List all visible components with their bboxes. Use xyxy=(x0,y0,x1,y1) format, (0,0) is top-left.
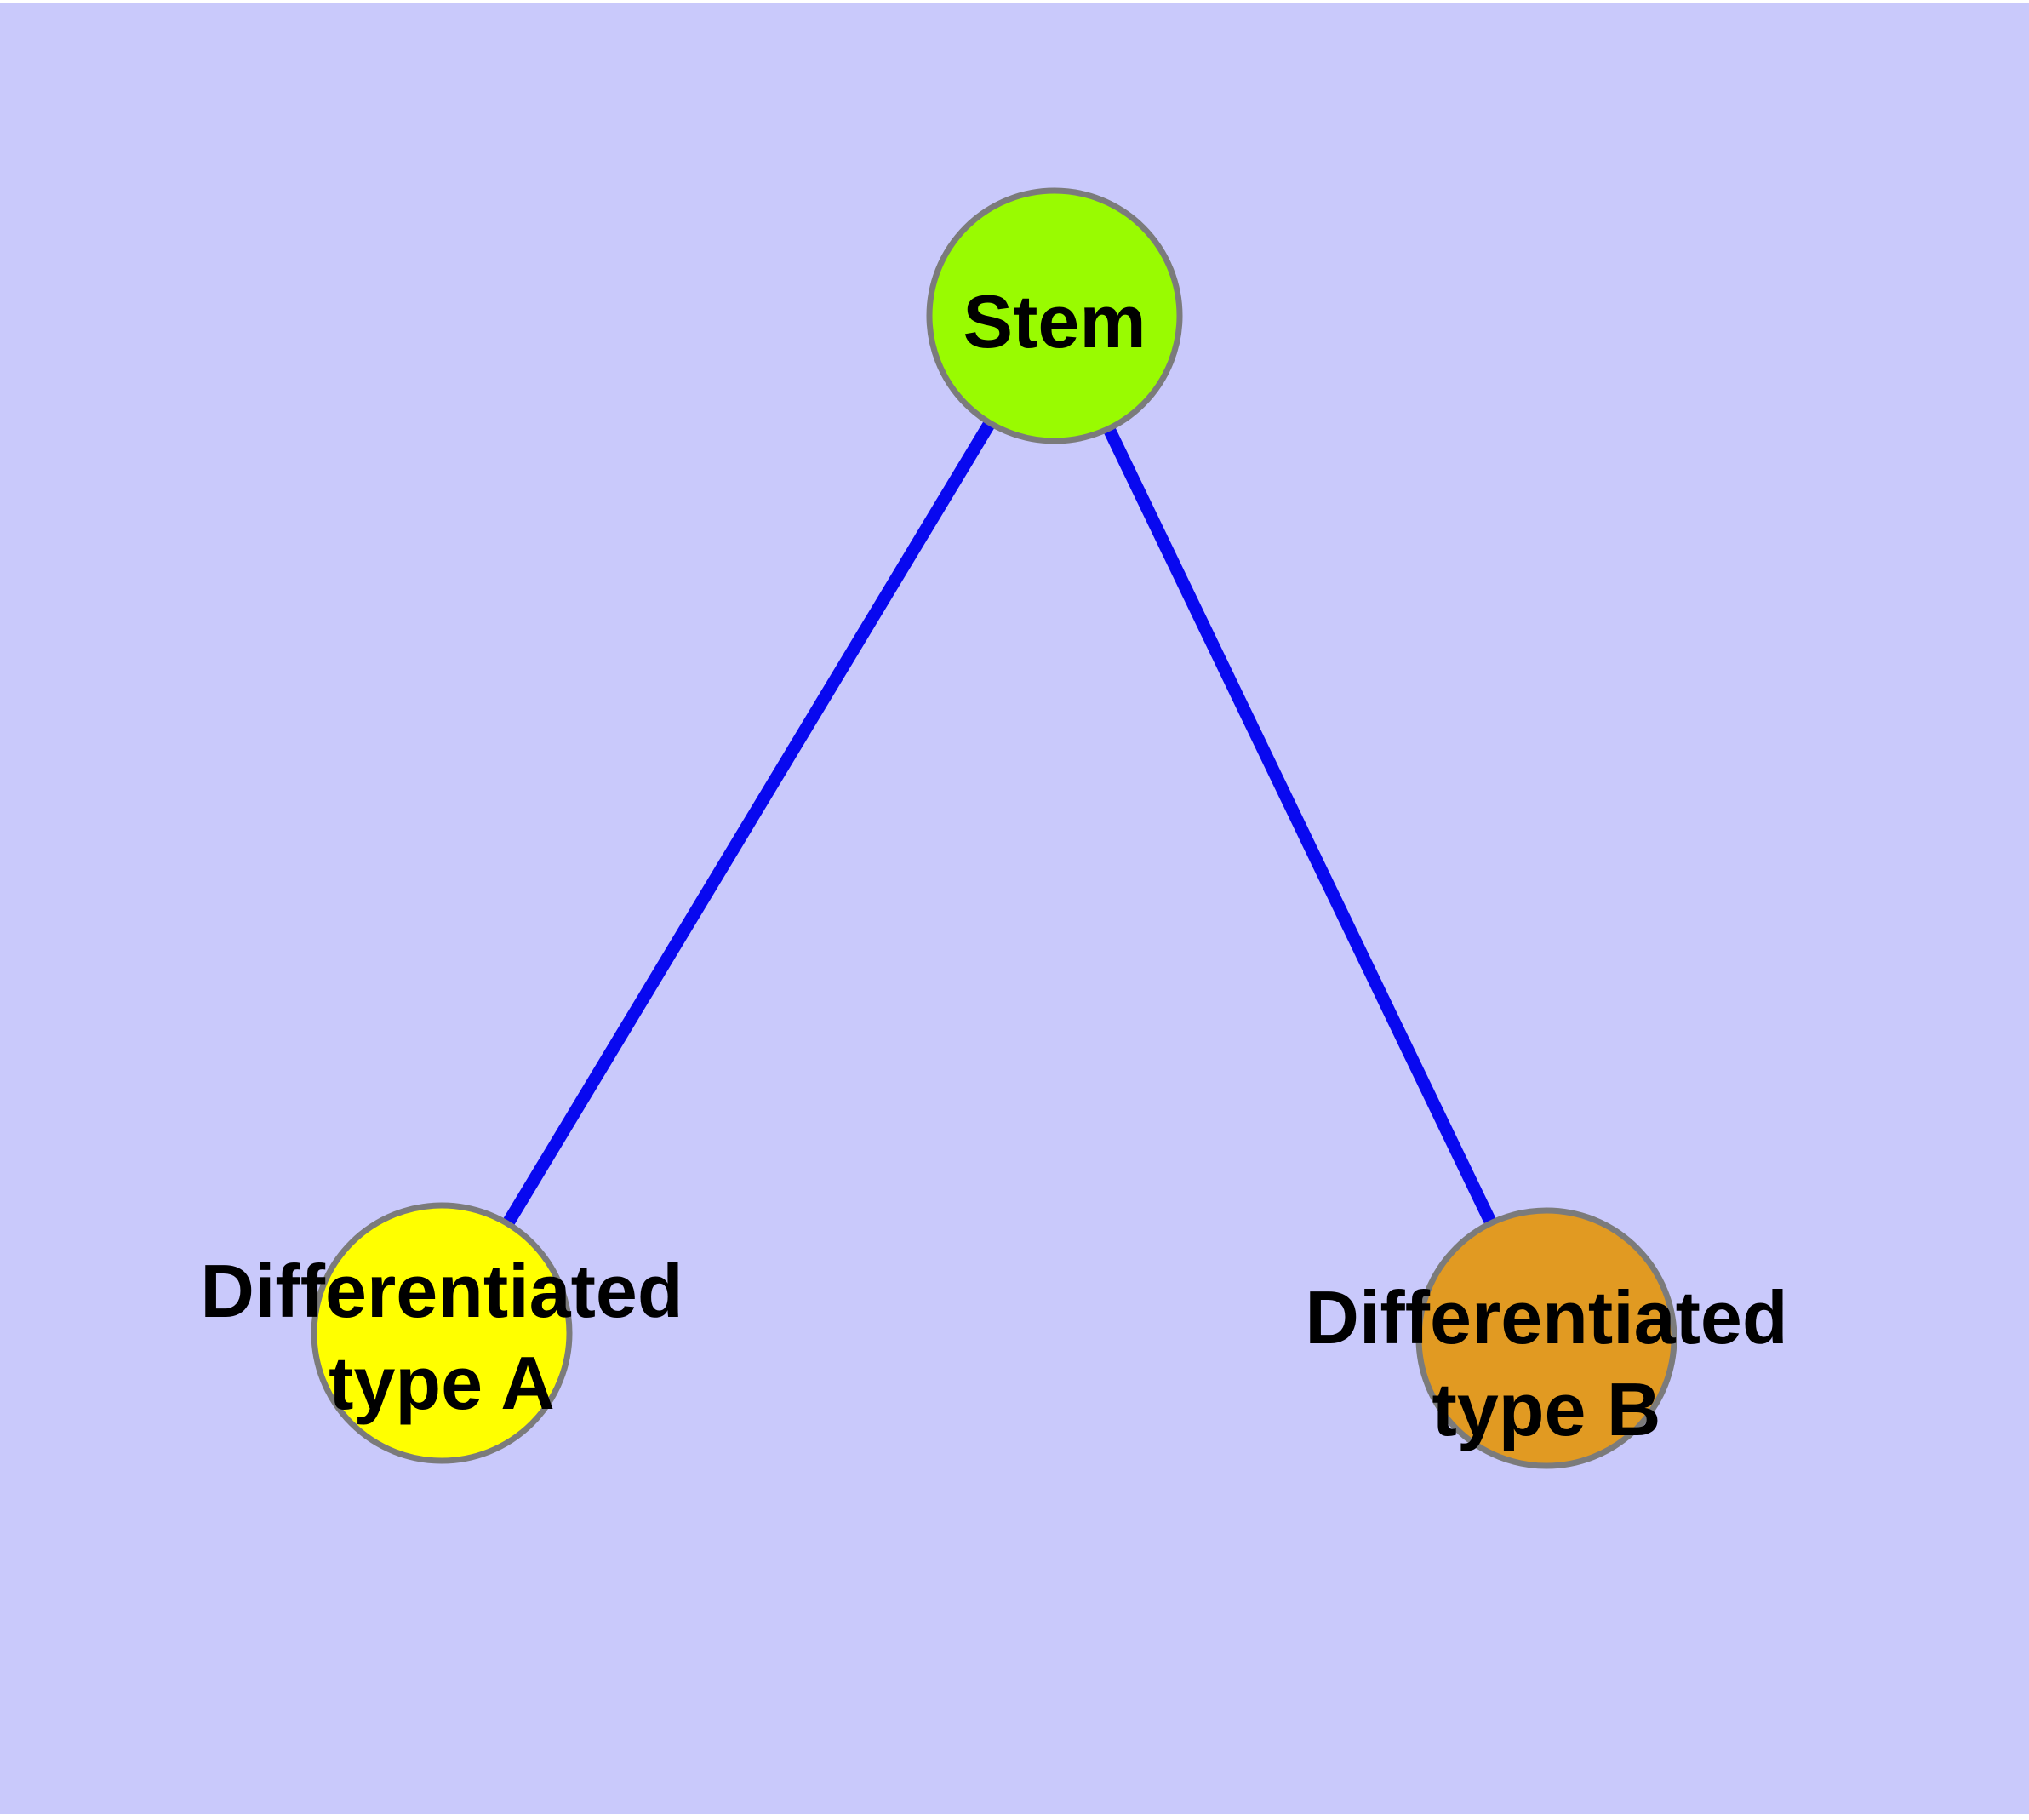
node-type-b-label-line-2: type B xyxy=(1432,1367,1661,1451)
edge-stem-to-type-a xyxy=(436,312,1060,1336)
edge-stem-to-type-b xyxy=(1049,312,1552,1342)
node-type-b-circle xyxy=(1415,1207,1677,1469)
node-type-a-circle xyxy=(311,1202,573,1464)
node-type-b-label-line-1: Differentiated xyxy=(1305,1275,1787,1359)
node-stem-label: Stem xyxy=(963,279,1146,363)
node-stem-circle xyxy=(926,187,1183,444)
node-type-a-label-line-1: Differentiated xyxy=(200,1249,683,1333)
node-type-a-label-line-2: type A xyxy=(329,1341,555,1425)
